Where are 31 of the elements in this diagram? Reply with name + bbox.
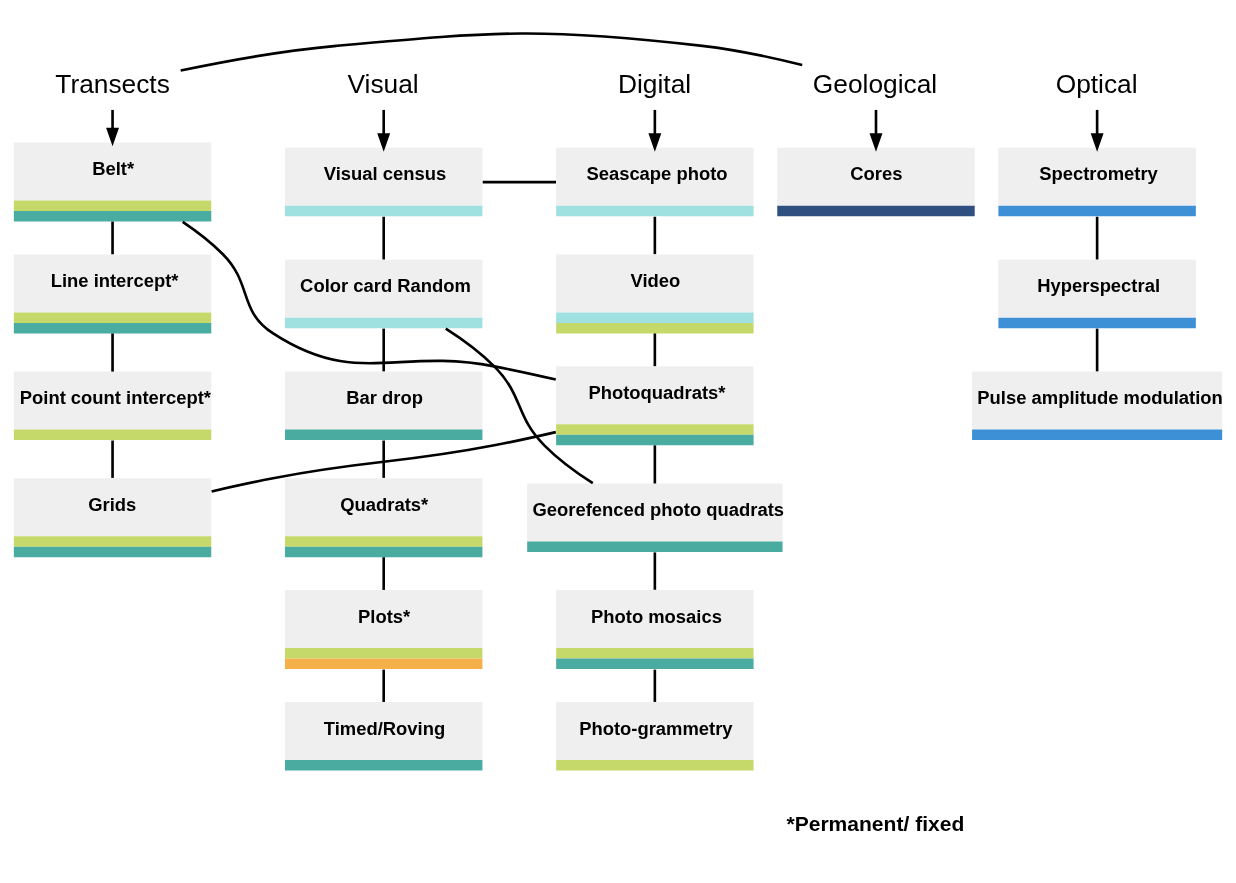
arrow [106,109,119,146]
connector [382,328,385,371]
connector [382,440,385,478]
connector [111,333,114,372]
connector [382,669,385,702]
connector [653,333,657,366]
node-text: Digital [618,68,692,99]
arrow [869,109,883,152]
connector [111,221,114,254]
connector [382,216,385,259]
node-text: Transects [55,68,170,99]
connector [482,180,556,183]
connector [180,31,803,72]
connector [653,216,657,254]
connector [445,326,594,484]
node-text: Optical [1055,68,1138,99]
connector [653,669,657,702]
connector [382,556,385,590]
label: *Permanent/ fixed [786,811,965,835]
connector [1095,216,1099,259]
node-text: Geological [812,68,938,99]
node-text: Visual [347,68,419,99]
connector [653,551,657,590]
arrow [377,109,391,152]
connector [111,440,114,478]
connector [181,220,557,381]
arrow [648,109,662,152]
arrow [1090,109,1104,152]
connector [653,444,657,483]
connector [211,430,557,493]
connector [1095,328,1099,371]
